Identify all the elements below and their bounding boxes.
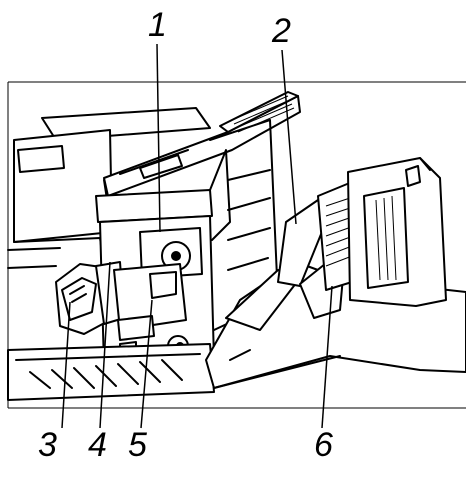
drum-cartridge <box>113 263 189 363</box>
control-panel <box>95 91 301 241</box>
rear-door-panel <box>347 157 447 307</box>
callout-1: 1 <box>148 6 167 44</box>
callout-4: 4 <box>88 426 107 464</box>
callout-6: 6 <box>314 426 333 464</box>
callout-3: 3 <box>38 426 57 464</box>
callout-5: 5 <box>128 426 147 464</box>
callout-2: 2 <box>272 12 291 50</box>
paper-tray <box>7 343 215 401</box>
leader-lines <box>61 43 333 429</box>
